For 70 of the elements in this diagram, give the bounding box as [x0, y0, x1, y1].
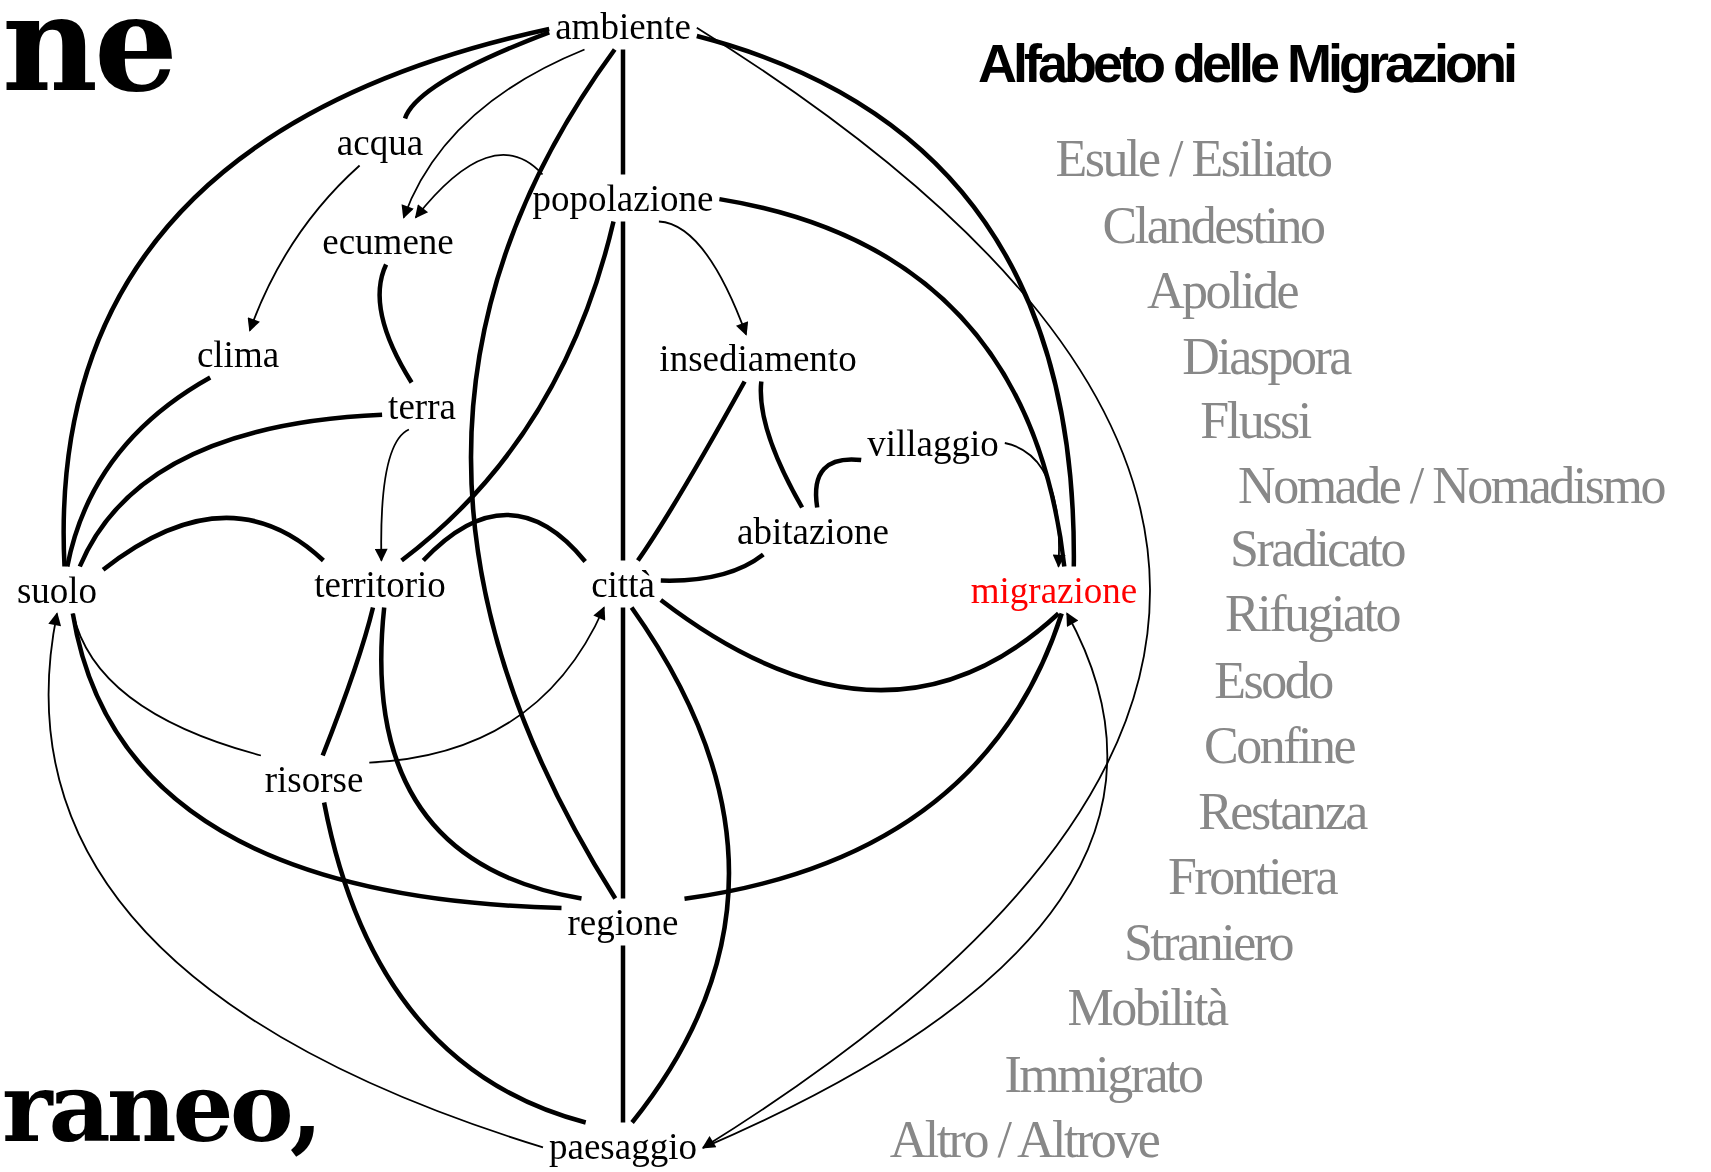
concept-label: insediamento — [653, 334, 863, 382]
concept-label: abitazione — [731, 507, 895, 555]
connector-line — [659, 598, 1060, 693]
connector-line — [321, 802, 587, 1125]
connector-line — [620, 49, 626, 175]
connector-line — [636, 380, 747, 562]
glossary-term: Sradicato — [1230, 523, 1404, 575]
connector-line — [758, 381, 805, 509]
connector-line — [718, 196, 1067, 567]
heading-fragment: raneo, — [2, 1060, 320, 1156]
arrow — [702, 612, 1109, 1149]
connector-line — [421, 512, 587, 563]
glossary-term: Rifugiato — [1225, 588, 1399, 640]
heading-fragment: ne — [2, 0, 174, 110]
connector-line — [620, 945, 626, 1123]
connector-line — [629, 606, 732, 1124]
arrow — [695, 26, 1151, 1149]
concept-label: migrazione — [964, 566, 1144, 614]
connector-line — [696, 33, 1077, 567]
arrow — [368, 606, 605, 764]
connector-line — [813, 457, 862, 508]
arrow — [658, 220, 748, 336]
arrow — [247, 164, 361, 332]
connector-line — [65, 375, 212, 567]
arrow — [48, 612, 544, 1149]
arrow — [414, 154, 544, 219]
glossary-term: Frontiera — [1167, 851, 1337, 903]
glossary-term: Altro / Altrove — [889, 1114, 1159, 1166]
connector-line — [379, 607, 582, 901]
concept-label: paesaggio — [543, 1122, 703, 1170]
concept-label: terra — [382, 382, 462, 430]
connector-line — [70, 613, 562, 911]
concept-label: ecumene — [316, 217, 460, 265]
concept-label: villaggio — [861, 419, 1005, 467]
concept-label: suolo — [10, 566, 104, 614]
glossary-term: Esodo — [1214, 655, 1332, 707]
concept-label: territorio — [308, 560, 452, 608]
glossary-term: Restanza — [1198, 786, 1366, 838]
glossary-term: Nomade / Nomadismo — [1238, 460, 1664, 512]
connector-line — [660, 552, 765, 583]
glossary-term: Confine — [1204, 720, 1354, 772]
glossary-term: Straniero — [1123, 917, 1293, 969]
arrow — [402, 48, 586, 219]
glossary-term: Flussi — [1200, 395, 1310, 447]
glossary-term: Apolide — [1147, 265, 1297, 317]
connector-line — [320, 606, 376, 757]
concept-label: clima — [190, 330, 286, 378]
arrow — [374, 428, 410, 562]
connector-line — [620, 607, 626, 899]
concept-label: ambiente — [549, 2, 697, 50]
concept-label: regione — [561, 898, 685, 946]
connector-line — [62, 26, 550, 567]
connector-line — [402, 30, 550, 120]
connector-line — [684, 612, 1064, 901]
connector-line — [468, 48, 618, 900]
glossary-term: Immigrato — [1004, 1049, 1202, 1101]
concept-label: popolazione — [526, 174, 720, 222]
concept-label: acqua — [330, 118, 430, 166]
glossary-term: Esule / Esiliato — [1055, 133, 1331, 185]
concept-label: risorse — [258, 755, 370, 803]
connector-line — [101, 515, 325, 572]
connector-line — [620, 221, 626, 561]
connector-line — [377, 263, 414, 384]
arrow — [1003, 442, 1066, 568]
glossary-term: Diaspora — [1182, 331, 1350, 383]
connector-line — [400, 220, 616, 563]
connector-line — [77, 412, 383, 568]
concept-label: città — [585, 560, 661, 608]
glossary-term: Mobilità — [1067, 982, 1227, 1034]
glossary-term: Clandestino — [1102, 200, 1324, 252]
